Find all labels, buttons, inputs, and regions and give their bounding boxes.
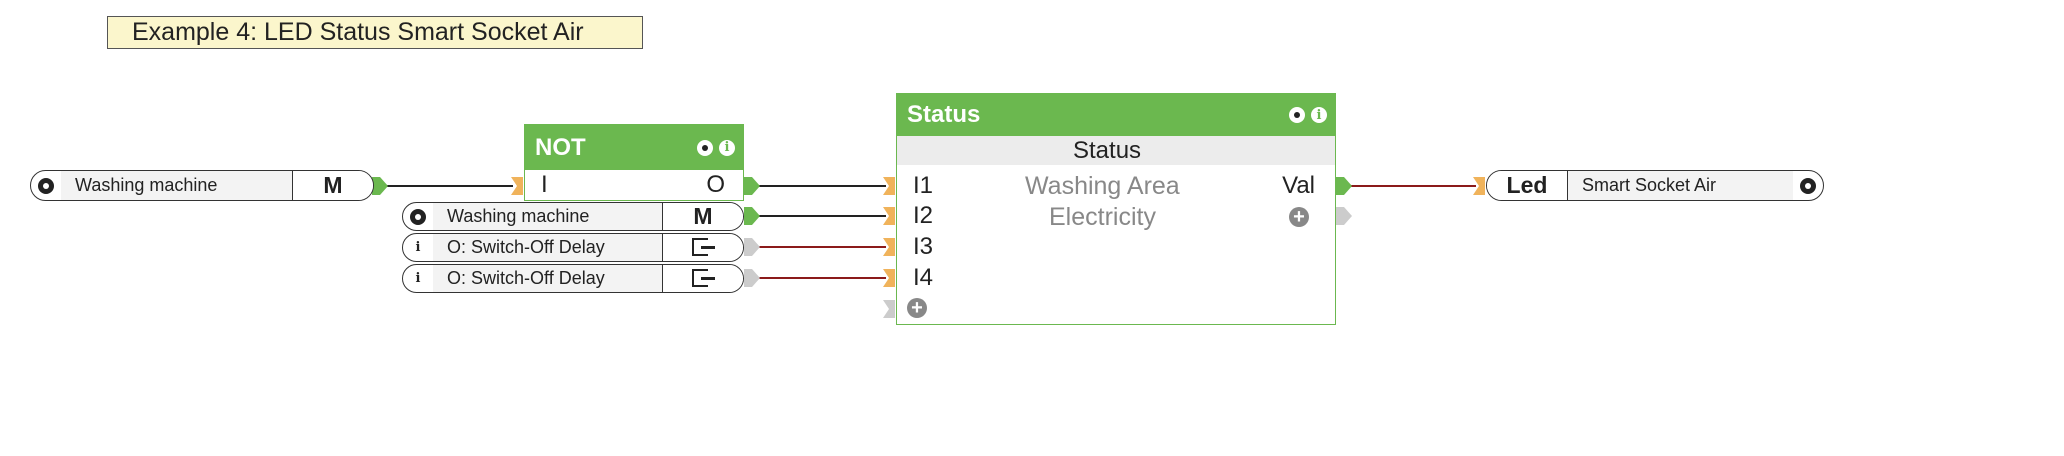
- not-output-label: O: [706, 171, 725, 198]
- input-type: M: [663, 203, 743, 230]
- output-connector-unlinked[interactable]: [1336, 207, 1352, 225]
- settings-button[interactable]: [1793, 171, 1823, 200]
- exit-icon: [691, 268, 715, 290]
- status-input-i2: I2: [913, 202, 934, 229]
- output-connector[interactable]: [372, 177, 388, 195]
- status-input-i4: I4: [913, 264, 934, 291]
- input-connector-unlinked[interactable]: [883, 300, 895, 318]
- status-text-washing-area: Washing Area: [1025, 172, 1180, 200]
- output-type: Led: [1487, 171, 1568, 200]
- gear-icon[interactable]: [1289, 107, 1305, 123]
- not-block-title: NOT: [535, 133, 586, 161]
- status-output-val: Val: [1282, 172, 1315, 199]
- exit-icon: [691, 237, 715, 259]
- gear-icon: [410, 208, 426, 225]
- output-name: Smart Socket Air: [1568, 171, 1793, 200]
- input-washing-machine-2[interactable]: Washing machine M: [402, 202, 744, 231]
- settings-button[interactable]: [403, 203, 433, 230]
- input-name: O: Switch-Off Delay: [433, 234, 663, 261]
- input-switch-off-delay-1[interactable]: i O: Switch-Off Delay: [402, 233, 744, 262]
- settings-button[interactable]: [31, 171, 61, 200]
- exit-type: [663, 265, 743, 292]
- input-connector[interactable]: [1473, 177, 1485, 195]
- info-button[interactable]: i: [403, 234, 433, 261]
- not-input-label: I: [541, 171, 548, 198]
- input-name: Washing machine: [61, 171, 293, 200]
- input-connector[interactable]: [883, 269, 895, 287]
- input-name: O: Switch-Off Delay: [433, 265, 663, 292]
- input-connector[interactable]: [883, 207, 895, 225]
- gear-icon: [38, 177, 54, 194]
- not-block-header: NOT i: [525, 125, 743, 170]
- status-block-header: Status i: [897, 94, 1335, 136]
- input-name: Washing machine: [433, 203, 663, 230]
- status-subtitle: Status: [1073, 137, 1142, 164]
- status-block[interactable]: Status i Status I1 I2 I3 I4 Val Washing …: [896, 93, 1336, 325]
- status-subtitle-bar: [897, 136, 1335, 165]
- input-connector[interactable]: [883, 238, 895, 256]
- info-button[interactable]: i: [403, 265, 433, 292]
- output-led-smart-socket[interactable]: Led Smart Socket Air: [1486, 170, 1824, 201]
- gear-icon[interactable]: [697, 139, 713, 156]
- output-connector[interactable]: [744, 177, 760, 195]
- input-switch-off-delay-2[interactable]: i O: Switch-Off Delay: [402, 264, 744, 293]
- status-block-title: Status: [907, 101, 981, 128]
- output-connector-unlinked[interactable]: [744, 238, 760, 256]
- input-connector[interactable]: [883, 177, 895, 195]
- info-icon: i: [415, 240, 421, 255]
- input-type: M: [293, 171, 373, 200]
- status-text-electricity: Electricity: [1049, 203, 1156, 231]
- example-title: Example 4: LED Status Smart Socket Air: [107, 16, 643, 49]
- output-connector[interactable]: [1336, 177, 1352, 195]
- info-icon: i: [415, 271, 421, 286]
- status-input-i1: I1: [913, 172, 934, 199]
- add-output-plus-icon[interactable]: +: [1289, 207, 1309, 227]
- info-icon[interactable]: i: [719, 139, 735, 156]
- not-block[interactable]: NOT i I O: [524, 124, 744, 201]
- gear-icon: [1800, 177, 1816, 194]
- input-washing-machine[interactable]: Washing machine M: [30, 170, 374, 201]
- exit-type: [663, 234, 743, 261]
- status-input-i3: I3: [913, 233, 934, 260]
- add-input-plus-icon[interactable]: +: [907, 298, 927, 318]
- output-connector[interactable]: [744, 207, 760, 225]
- output-connector-unlinked[interactable]: [744, 269, 760, 287]
- info-icon[interactable]: i: [1311, 107, 1327, 123]
- input-connector[interactable]: [511, 177, 523, 195]
